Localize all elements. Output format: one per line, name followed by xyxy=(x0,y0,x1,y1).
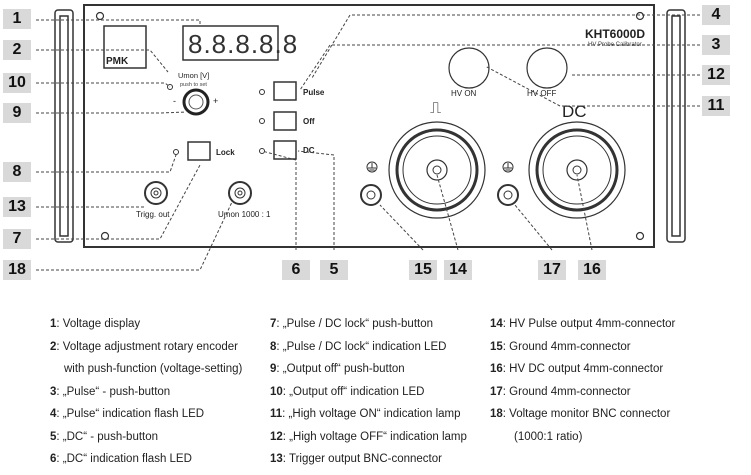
legend-item: 16: HV DC output 4mm-connector xyxy=(490,363,664,375)
callout-1: 1 xyxy=(3,9,31,29)
hv-dc-output-connector[interactable] xyxy=(528,121,626,219)
callout-11: 11 xyxy=(702,96,730,116)
hv-off-label: HV OFF xyxy=(527,89,556,98)
ground-connector-1[interactable] xyxy=(360,184,382,206)
ground-connector-2[interactable] xyxy=(497,184,519,206)
callout-12: 12 xyxy=(702,65,730,85)
screws xyxy=(95,11,645,241)
callout-2: 2 xyxy=(3,40,31,60)
callout-13: 13 xyxy=(3,197,31,217)
legend-item: 17: Ground 4mm-connector xyxy=(490,385,631,398)
legend-item: 15: Ground 4mm-connector xyxy=(490,340,631,353)
legend-item: 18: Voltage monitor BNC connector xyxy=(490,408,671,420)
pulse-led xyxy=(259,89,265,95)
off-label: Off xyxy=(303,117,315,126)
dc-led xyxy=(259,148,265,154)
callout-3: 3 xyxy=(702,35,730,55)
legend-item: 9: „Output off“ push-button xyxy=(270,363,405,375)
off-button[interactable] xyxy=(273,111,297,131)
voltage-display xyxy=(182,25,279,61)
callout-17: 17 xyxy=(538,260,566,280)
legend-item: 12: „High voltage OFF“ indication lamp xyxy=(270,430,467,443)
front-panel-diagram: PMK 8.8.8.8.8 KHT6000D HV Probe Calibrat… xyxy=(3,4,730,280)
legend-item: 3: „Pulse“ - push-button xyxy=(50,385,171,398)
legend-item: 4: „Pulse“ indication flash LED xyxy=(50,408,205,420)
ground-icon-1 xyxy=(366,161,378,173)
callout-18: 18 xyxy=(3,260,31,280)
dc-button[interactable] xyxy=(273,140,297,160)
hv-pulse-output-connector[interactable] xyxy=(388,121,486,219)
lock-led xyxy=(173,149,179,155)
callout-9: 9 xyxy=(3,103,31,123)
callout-8: 8 xyxy=(3,162,31,182)
brand-logo-text: PMK xyxy=(106,56,129,67)
callout-16: 16 xyxy=(578,260,606,280)
legend-item: 6: „DC“ indication flash LED xyxy=(50,453,192,465)
trigg-out-label: Trigg. out xyxy=(136,210,170,219)
legend-item: 8: „Pulse / DC lock“ indication LED xyxy=(270,340,447,353)
model-name: KHT6000D xyxy=(585,27,645,41)
encoder-plus: + xyxy=(213,96,218,106)
output-off-led xyxy=(167,84,173,90)
legend: 1: Voltage display 2: Voltage adjustment… xyxy=(0,313,751,473)
front-panel-svg: PMK 8.8.8.8.8 KHT6000D HV Probe Calibrat… xyxy=(36,4,700,271)
callout-7: 7 xyxy=(3,229,31,249)
callout-14: 14 xyxy=(444,260,472,280)
legend-item: 11: „High voltage ON“ indication lamp xyxy=(270,408,461,420)
dc-label: DC xyxy=(303,146,315,155)
pulse-label: Pulse xyxy=(303,88,325,97)
legend-column-2: 7: „Pulse / DC lock“ push-button 8: „Pul… xyxy=(270,313,467,471)
lock-button[interactable] xyxy=(187,141,211,161)
callout-15: 15 xyxy=(409,260,437,280)
right-handle xyxy=(666,9,686,243)
legend-item: 10: „Output off“ indication LED xyxy=(270,385,425,398)
umon-label: Umon [V] xyxy=(178,71,209,80)
legend-item: 14: HV Pulse output 4mm-connector xyxy=(490,318,676,330)
legend-item: 2: Voltage adjustment rotary encoder xyxy=(50,340,238,353)
hv-on-label: HV ON xyxy=(451,89,477,98)
hv-on-lamp xyxy=(448,47,490,89)
callout-6: 6 xyxy=(282,260,310,280)
leader-lines xyxy=(36,14,700,271)
voltage-monitor-bnc[interactable] xyxy=(228,181,252,205)
legend-item: 13: Trigger output BNC-connector xyxy=(270,453,442,465)
callout-5: 5 xyxy=(320,260,348,280)
dc-symbol: DC xyxy=(562,102,587,121)
off-led xyxy=(259,118,265,124)
legend-item: 7: „Pulse / DC lock“ push-button xyxy=(270,318,433,330)
front-panel xyxy=(83,4,655,248)
pulse-button[interactable] xyxy=(273,81,297,101)
pulse-symbol: ⎍ xyxy=(430,100,441,117)
lock-label: Lock xyxy=(216,148,235,157)
umon-bnc-label: Umon 1000 : 1 xyxy=(218,210,271,219)
brand-logo xyxy=(103,25,147,69)
legend-item-continuation: (1000:1 ratio) xyxy=(514,430,583,443)
left-handle xyxy=(54,9,74,243)
rotary-encoder-knob[interactable] xyxy=(182,88,210,116)
legend-column-3: 14: HV Pulse output 4mm-connector 15: Gr… xyxy=(490,313,675,448)
encoder-minus: - xyxy=(173,96,176,106)
legend-item-continuation: with push-function (voltage-setting) xyxy=(64,363,243,375)
legend-item: 5: „DC“ - push-button xyxy=(50,430,159,443)
callout-4: 4 xyxy=(702,5,730,25)
legend-item: 1: Voltage display xyxy=(50,318,141,330)
ground-icon-2 xyxy=(502,161,514,173)
legend-column-1: 1: Voltage display 2: Voltage adjustment… xyxy=(50,313,242,471)
trigger-output-bnc[interactable] xyxy=(144,181,168,205)
hv-off-lamp xyxy=(526,47,568,89)
voltage-display-digits: 8.8.8.8.8 xyxy=(188,29,298,59)
umon-sub: push to set xyxy=(180,82,207,88)
callout-10: 10 xyxy=(3,73,31,93)
